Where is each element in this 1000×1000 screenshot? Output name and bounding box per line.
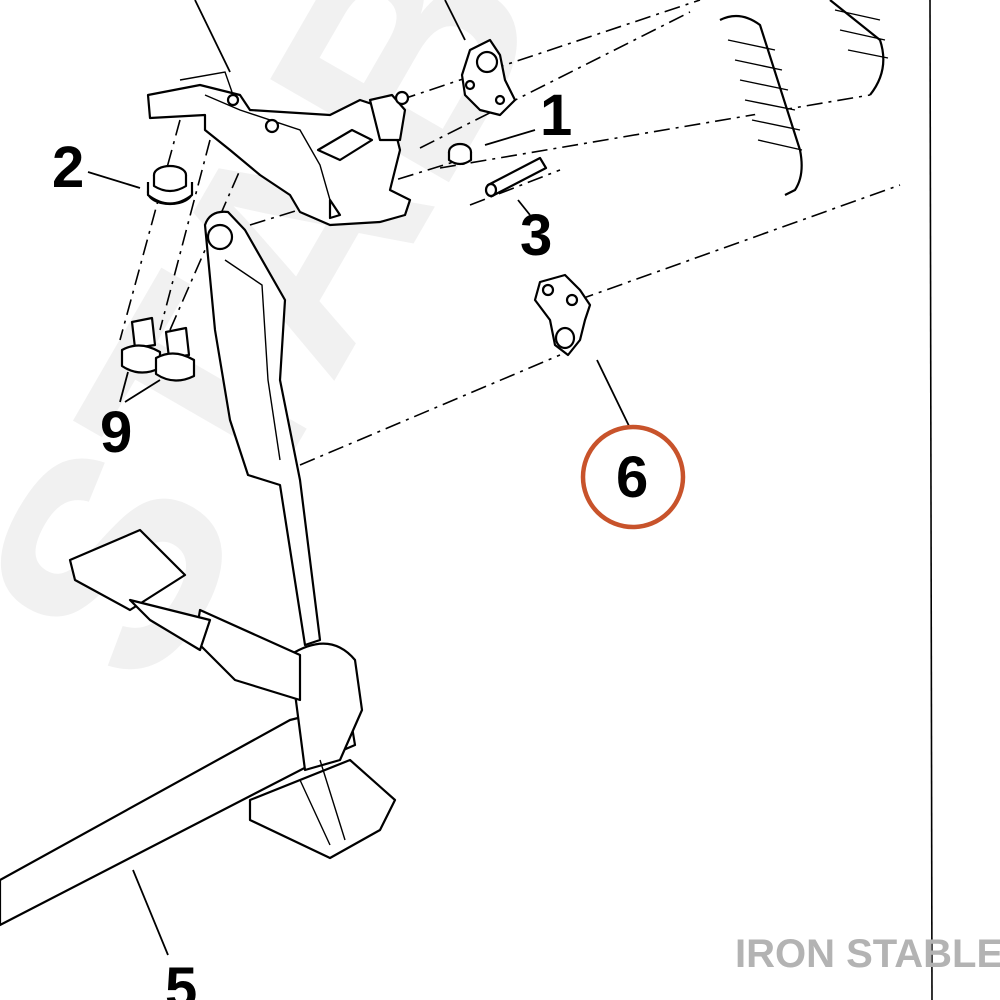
part-1-bushing: [447, 142, 473, 166]
highlight-ring: [580, 424, 686, 530]
upper-plate: [460, 38, 517, 117]
part-3-pin: [484, 156, 548, 198]
callout-5: 5: [165, 956, 196, 1000]
leader-lines: [87, 0, 631, 956]
assembly-lines: [119, 0, 901, 466]
callout-1: 1: [540, 83, 571, 148]
pedal-arm: [203, 210, 322, 647]
part-5-frame: [0, 528, 397, 927]
brand-text: IRON STABLE: [735, 932, 1000, 976]
return-springs: [719, 0, 889, 196]
callout-3: 3: [520, 203, 551, 268]
frame-border: [929, 0, 933, 1000]
part-9-bolts: [120, 316, 196, 382]
callout-6: 6: [616, 445, 647, 510]
callout-9: 9: [100, 400, 131, 465]
pedal-bracket-assembly: [146, 71, 412, 227]
part-2-bushing: [146, 164, 194, 206]
callout-2: 2: [52, 135, 82, 200]
part-6-plate: [533, 273, 592, 357]
